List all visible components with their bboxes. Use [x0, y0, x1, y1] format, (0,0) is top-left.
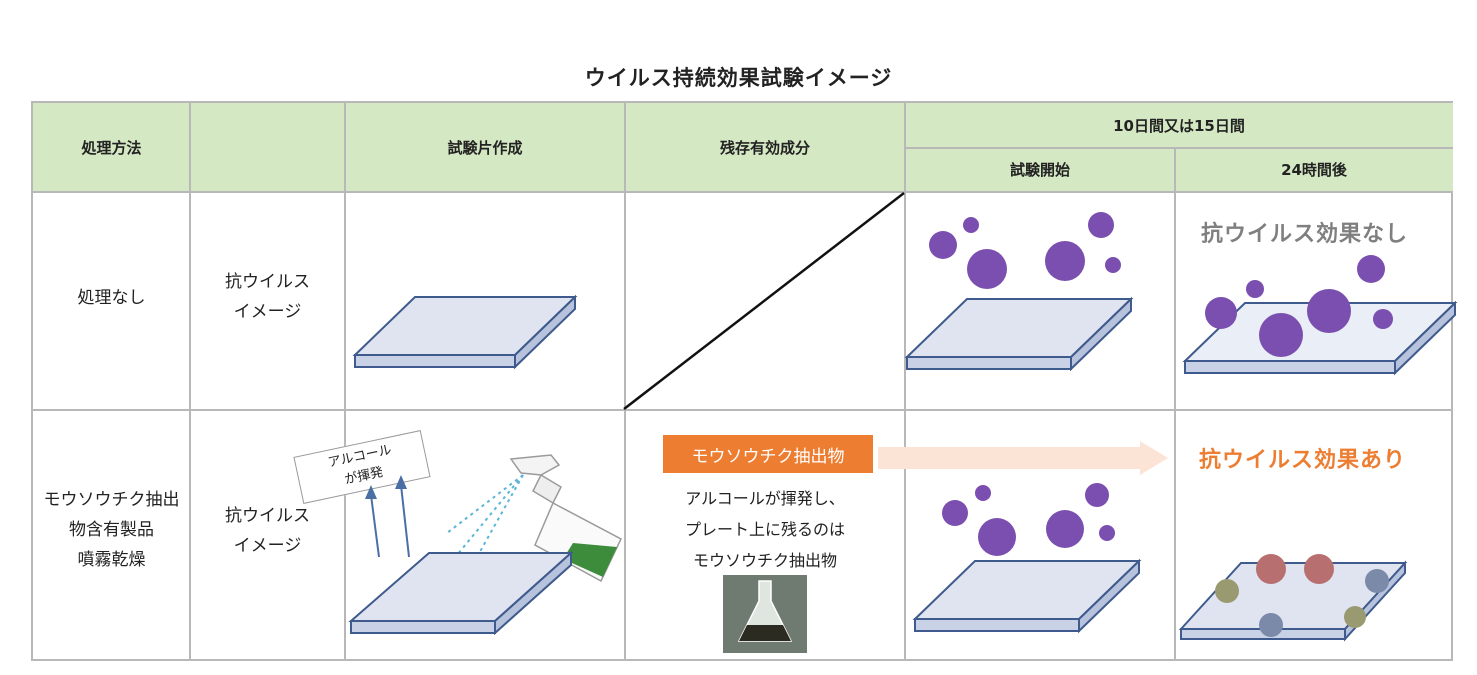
- virus-icon: [1088, 212, 1114, 238]
- effect-present-label: 抗ウイルス効果あり: [1199, 448, 1407, 473]
- header-blank: [190, 103, 345, 192]
- row2-image-label: 抗ウイルス イメージ: [190, 501, 345, 561]
- virus-icon: [1256, 554, 1286, 584]
- row1-image-label-line1: 抗ウイルス: [225, 272, 310, 292]
- header-method: 処理方法: [33, 103, 190, 192]
- virus-icon: [1259, 613, 1283, 637]
- row2-image-label-line2: イメージ: [233, 536, 302, 556]
- virus-icon: [1046, 510, 1084, 548]
- virus-icon: [1246, 280, 1264, 298]
- test-table: 処理方法 試験片作成 残存有効成分 10日間又は15日間 試験開始 24時間後 …: [31, 101, 1458, 661]
- extract-flask-photo: [723, 575, 807, 653]
- grid-line: [344, 103, 346, 659]
- virus-icon: [1344, 606, 1366, 628]
- grid-line: [624, 103, 626, 659]
- virus-icon: [1365, 569, 1389, 593]
- extract-label-box: モウソウチク抽出物: [663, 435, 873, 473]
- virus-icon: [967, 249, 1007, 289]
- plate-illustration: [352, 294, 578, 370]
- result-arrow: [878, 441, 1168, 475]
- header-residual: 残存有効成分: [625, 103, 905, 192]
- virus-icon: [1307, 289, 1351, 333]
- virus-icon: [1205, 297, 1237, 329]
- virus-icon: [1105, 257, 1121, 273]
- row2-method-line1: モウソウチク抽出: [43, 490, 180, 510]
- virus-icon: [942, 500, 968, 526]
- header-period: 10日間又は15日間: [905, 103, 1453, 147]
- virus-icon: [963, 217, 979, 233]
- row1-image-label-line2: イメージ: [233, 302, 302, 322]
- row1-method: 処理なし: [77, 288, 146, 308]
- grid-line: [904, 103, 906, 659]
- row2-method: モウソウチク抽出 物含有製品 噴霧乾燥: [33, 485, 190, 575]
- virus-icon: [975, 485, 991, 501]
- extract-description-line3: モウソウチク抽出物: [692, 551, 837, 570]
- header-after: 24時間後: [1175, 147, 1453, 192]
- spray-bottle-icon: [509, 454, 622, 583]
- header-specimen: 試験片作成: [345, 103, 625, 192]
- grid-line: [1174, 147, 1176, 659]
- virus-plate-start: [912, 483, 1142, 634]
- grid-line: [905, 147, 1453, 149]
- grid-line: [33, 191, 1453, 193]
- row2-method-line2: 物含有製品: [69, 520, 154, 540]
- header-start: 試験開始: [905, 147, 1175, 192]
- plate-illustration: [348, 550, 574, 636]
- virus-icon: [1357, 255, 1385, 283]
- virus-icon: [929, 231, 957, 259]
- grid-line: [189, 103, 191, 659]
- effect-none-label: 抗ウイルス効果なし: [1201, 222, 1409, 247]
- virus-icon: [1045, 241, 1085, 281]
- extract-description-line2: プレート上に残るのは: [684, 520, 845, 539]
- virus-icon: [1373, 309, 1393, 329]
- extract-description: アルコールが揮発し、 プレート上に残るのは モウソウチク抽出物: [629, 483, 901, 576]
- virus-icon: [978, 518, 1016, 556]
- virus-icon: [1304, 554, 1334, 584]
- virus-icon: [1215, 579, 1239, 603]
- page-title: ウイルス持続効果試験イメージ: [584, 66, 893, 90]
- virus-plate-after: [1182, 255, 1458, 376]
- virus-icon: [1099, 525, 1115, 541]
- virus-plate-start: [904, 212, 1134, 372]
- spray-mist: [446, 474, 524, 558]
- row1-image-label: 抗ウイルス イメージ: [190, 267, 345, 327]
- diagonal-slash: [623, 192, 905, 410]
- inactivated-virus-plate: [1178, 554, 1408, 642]
- row2-image-label-line1: 抗ウイルス: [225, 506, 310, 526]
- evaporation-arrows: [365, 475, 410, 558]
- virus-icon: [1085, 483, 1109, 507]
- virus-icon: [1259, 313, 1303, 357]
- grid-line: [33, 409, 1453, 411]
- row2-method-line3: 噴霧乾燥: [77, 550, 146, 570]
- extract-description-line1: アルコールが揮発し、: [685, 489, 845, 508]
